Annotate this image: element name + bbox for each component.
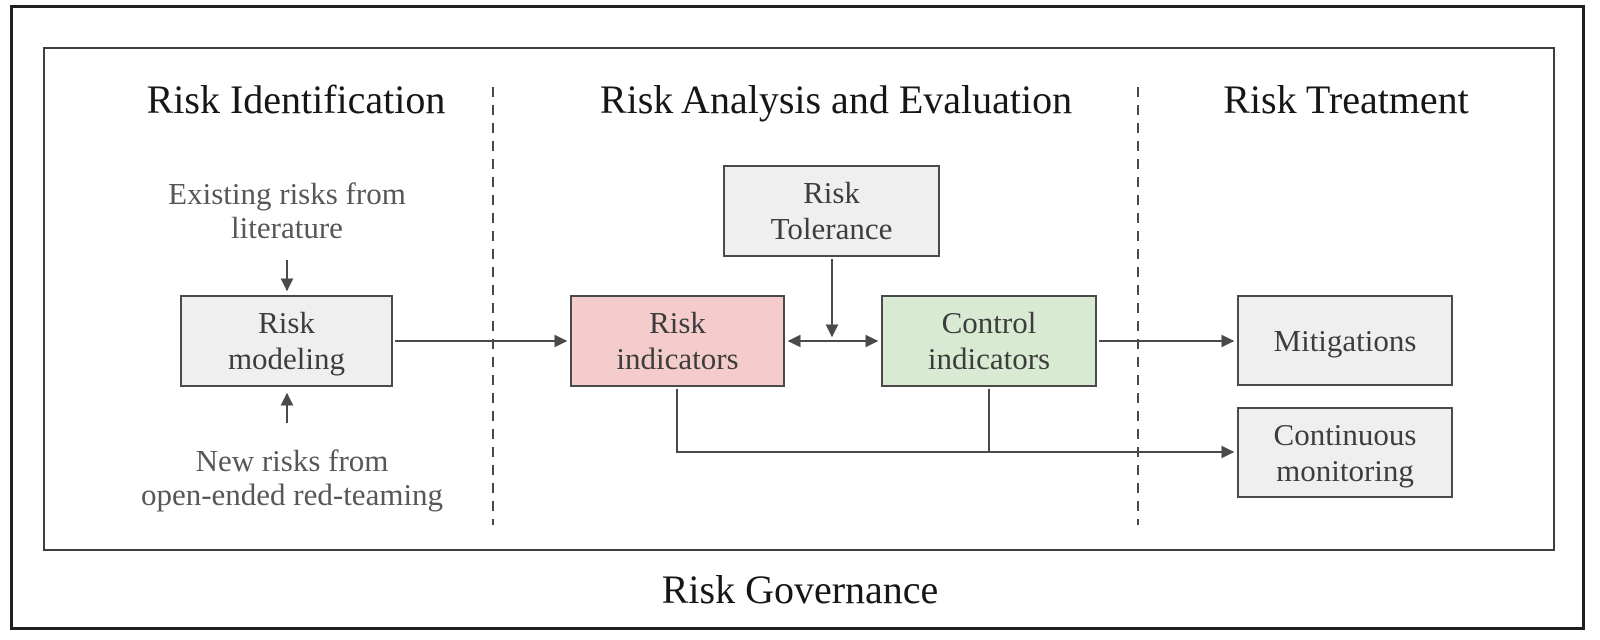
control-indicators-label: Control indicators xyxy=(927,305,1051,376)
control-indicators-node: Control indicators xyxy=(881,295,1097,387)
risk-indicators-label: Risk indicators xyxy=(616,305,739,376)
continuous-monitoring-label: Continuous monitoring xyxy=(1273,416,1417,488)
section-title-risk-identification: Risk Identification xyxy=(146,77,446,122)
risk-tolerance-label: Risk Tolerance xyxy=(770,175,893,246)
risk-tolerance-node: Risk Tolerance xyxy=(723,165,940,257)
mitigations-label: Mitigations xyxy=(1273,322,1417,358)
risk-indicators-node: Risk indicators xyxy=(570,295,785,387)
risk-modeling-label: Risk modeling xyxy=(227,305,346,376)
section-title-risk-governance: Risk Governance xyxy=(661,567,939,612)
section-title-risk-treatment: Risk Treatment xyxy=(1223,77,1469,122)
mitigations-node: Mitigations xyxy=(1237,295,1453,386)
risk-modeling-node: Risk modeling xyxy=(180,295,393,387)
annotation-existing-risks: Existing risks from literature xyxy=(168,176,406,245)
annotation-new-risks: New risks from open-ended red-teaming xyxy=(140,443,444,512)
section-title-risk-analysis-evaluation: Risk Analysis and Evaluation xyxy=(599,77,1073,122)
continuous-monitoring-node: Continuous monitoring xyxy=(1237,407,1453,498)
